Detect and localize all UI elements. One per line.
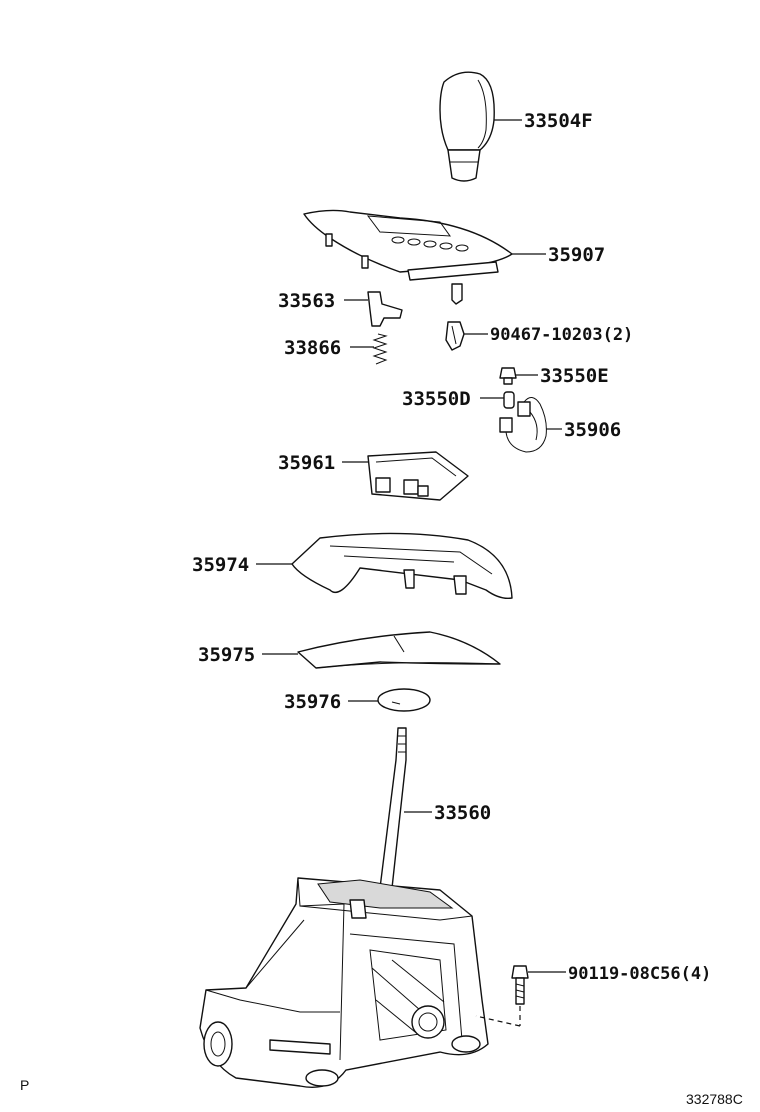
shift-rod-part xyxy=(379,727,407,889)
clip-part xyxy=(445,321,465,351)
label-33866: 33866 xyxy=(284,337,341,359)
shift-knob-part xyxy=(439,71,495,182)
release-lever-part xyxy=(367,291,403,327)
label-35975: 35975 xyxy=(198,644,255,666)
label-35976: 35976 xyxy=(284,691,341,713)
slide-disc-part xyxy=(377,688,431,712)
slide-plate-part xyxy=(297,631,501,669)
spring-part xyxy=(372,333,388,365)
label-33550D: 33550D xyxy=(402,388,471,410)
label-90467: 90467-10203(2) xyxy=(490,325,633,345)
shift-lever-assembly xyxy=(199,877,489,1088)
bolt-guide-line-2 xyxy=(475,1015,521,1027)
label-35961: 35961 xyxy=(278,452,335,474)
label-35906: 35906 xyxy=(564,419,621,441)
bulb-part xyxy=(503,391,515,409)
label-35907: 35907 xyxy=(548,244,605,266)
label-90119: 90119-08C56(4) xyxy=(568,964,711,984)
page-mark: P xyxy=(20,1077,29,1093)
label-35974: 35974 xyxy=(192,554,249,576)
wiring-harness-part xyxy=(499,397,547,453)
bulb-cap-part xyxy=(499,367,517,385)
indicator-housing-part xyxy=(367,451,469,501)
shift-bezel-part xyxy=(303,209,513,305)
label-33563: 33563 xyxy=(278,290,335,312)
label-33560: 33560 xyxy=(434,802,491,824)
drawing-number: 332788C xyxy=(686,1091,743,1107)
label-33550E: 33550E xyxy=(540,365,609,387)
bolt-part xyxy=(511,965,529,1005)
label-33504F: 33504F xyxy=(524,110,593,132)
lever-cover-part xyxy=(291,532,513,600)
